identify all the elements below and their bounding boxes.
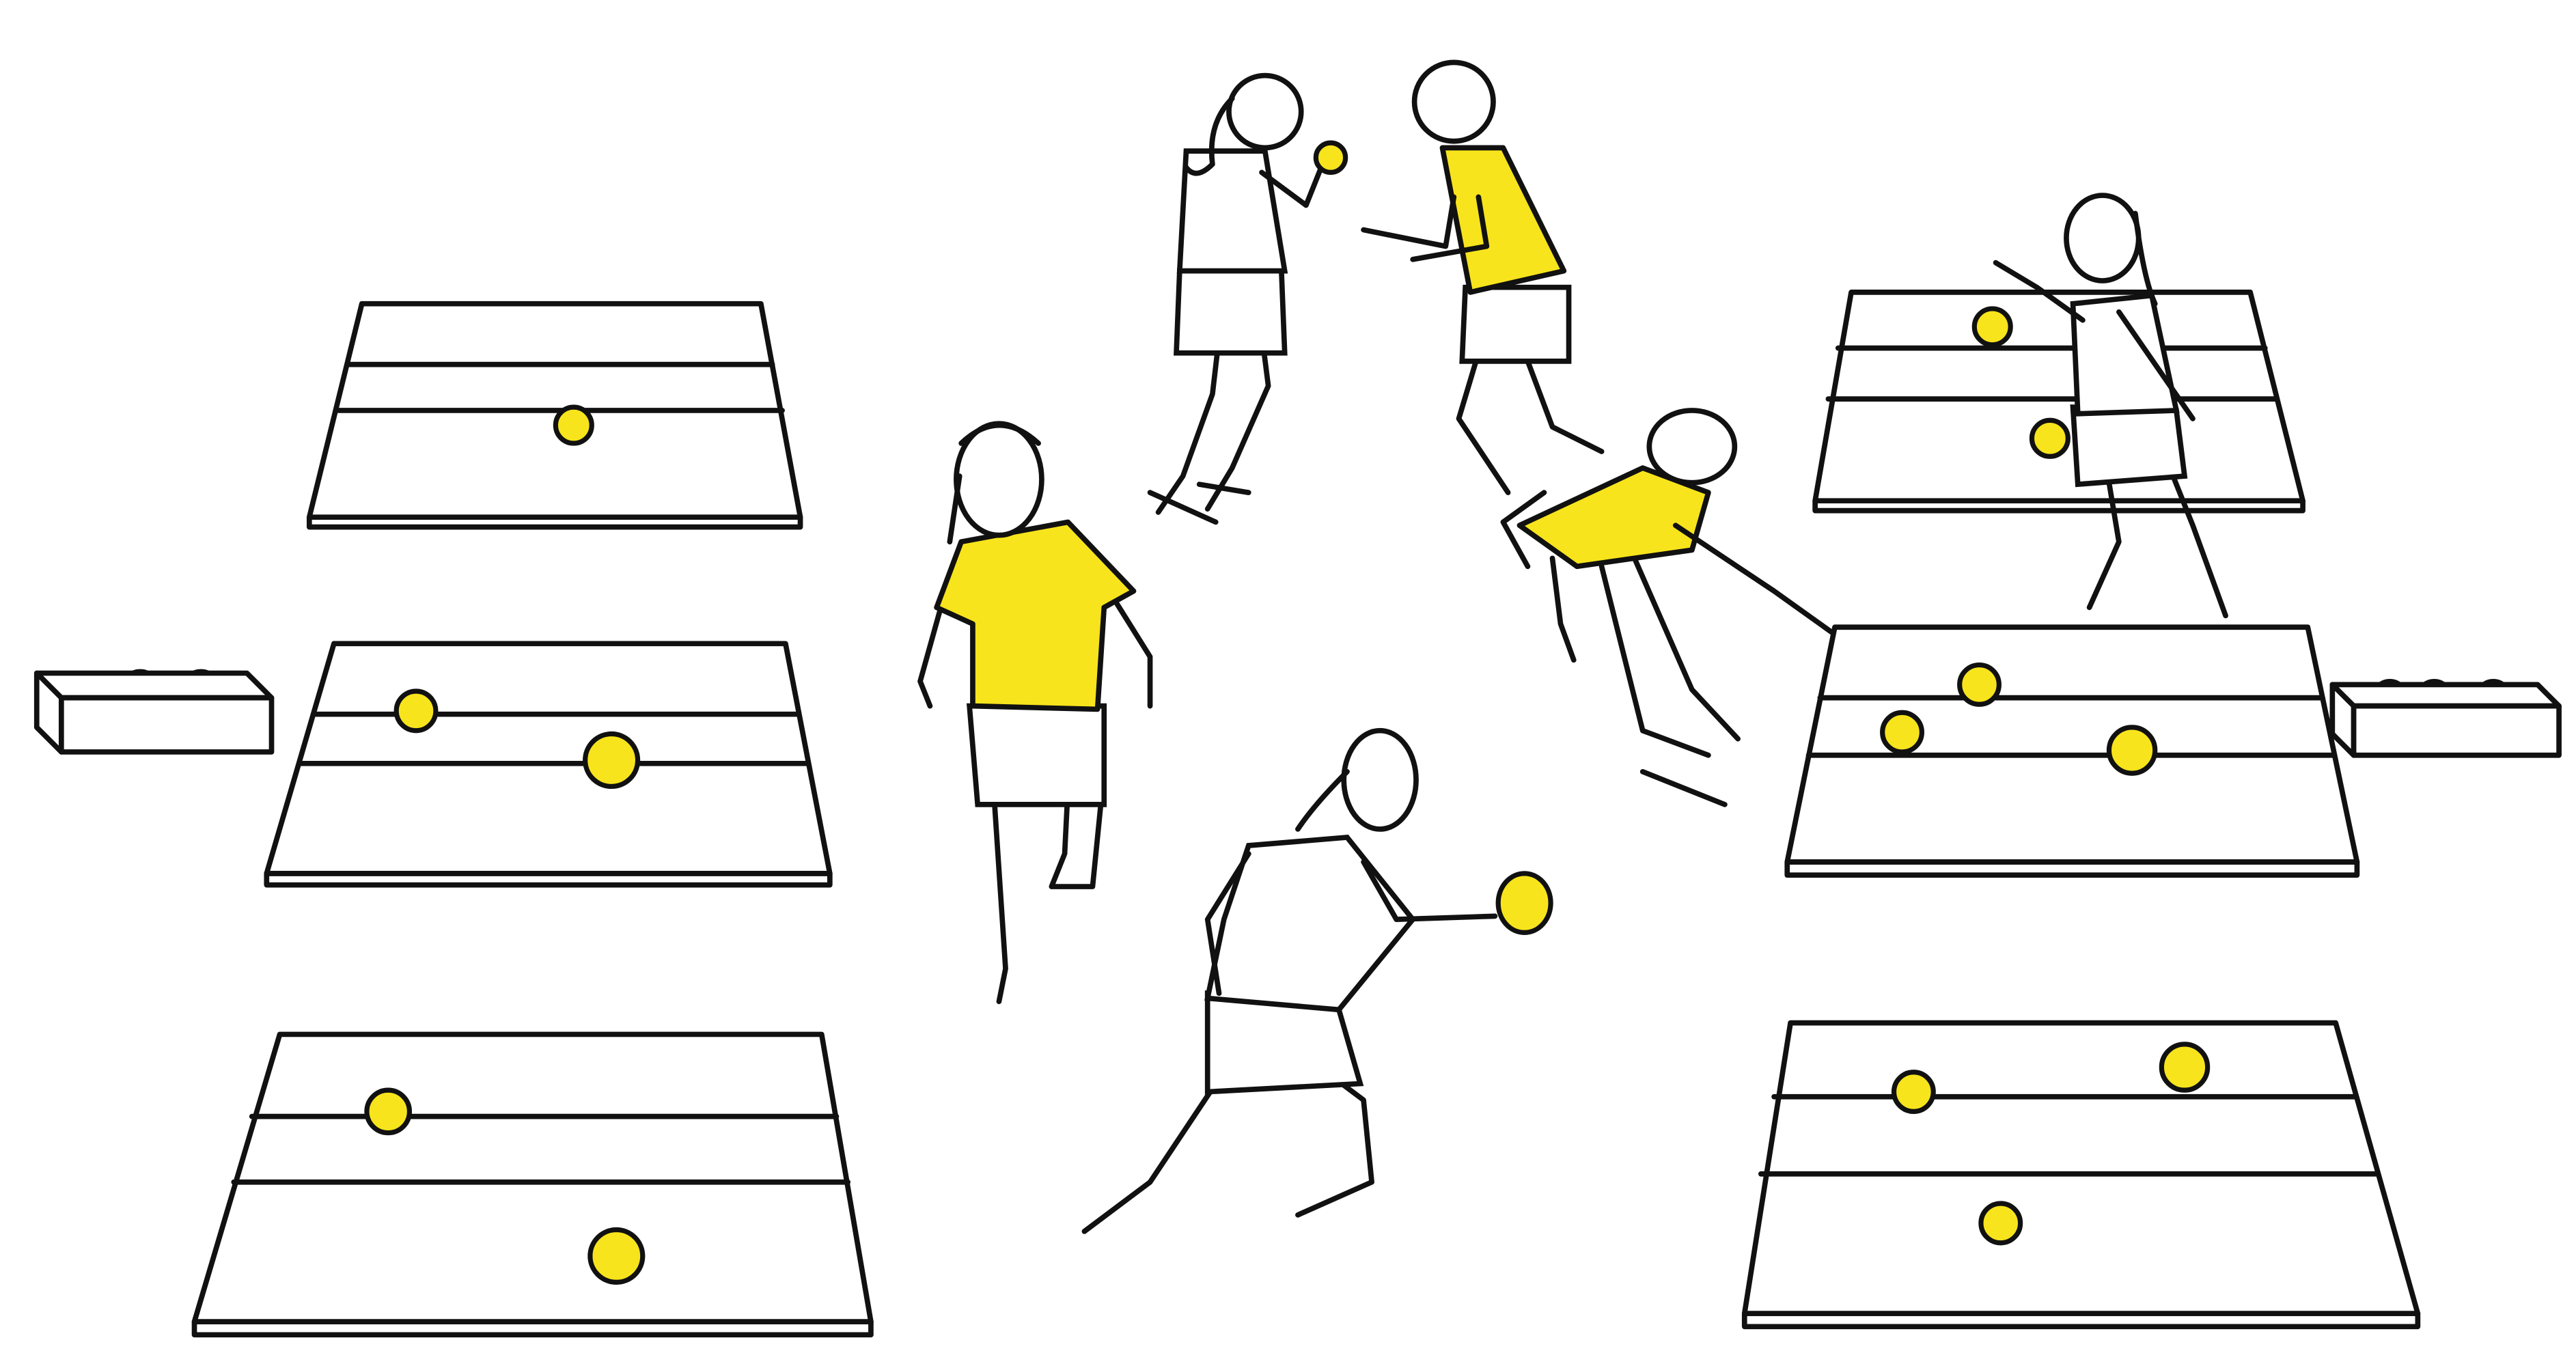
child-top-right-reaching	[1993, 193, 2228, 619]
mat-bottom-right	[1741, 1020, 2421, 1330]
ball	[1978, 1201, 2023, 1246]
ball	[2029, 417, 2071, 459]
ball	[1880, 710, 1924, 755]
mat-bottom-left	[191, 1031, 874, 1338]
ball	[583, 731, 641, 790]
ball	[1313, 140, 1348, 176]
ball	[2106, 725, 2158, 776]
mat-middle-right	[1784, 624, 2360, 878]
mat-middle-left	[264, 641, 833, 888]
ball-box-right	[2329, 678, 2562, 758]
paddle	[1495, 871, 1553, 935]
ball	[1891, 1070, 1936, 1115]
ball	[1957, 662, 2002, 707]
ball	[393, 688, 439, 734]
ball	[364, 1087, 413, 1136]
ball	[587, 1227, 646, 1285]
child-holding-paddle	[1081, 727, 1553, 1234]
child-holding-ball-top	[1147, 72, 1348, 525]
ball	[2159, 1042, 2211, 1093]
child-yellow-shirt-reaching	[1361, 59, 1605, 495]
mat-top-left	[306, 301, 803, 530]
child-bending-yellow-shirt	[1500, 408, 1835, 807]
ball	[553, 404, 594, 446]
ball	[1971, 306, 2013, 348]
mat-top-right	[1812, 290, 2305, 514]
ball-box-left	[33, 669, 275, 755]
child-yellow-shirt-running	[917, 421, 1153, 1005]
